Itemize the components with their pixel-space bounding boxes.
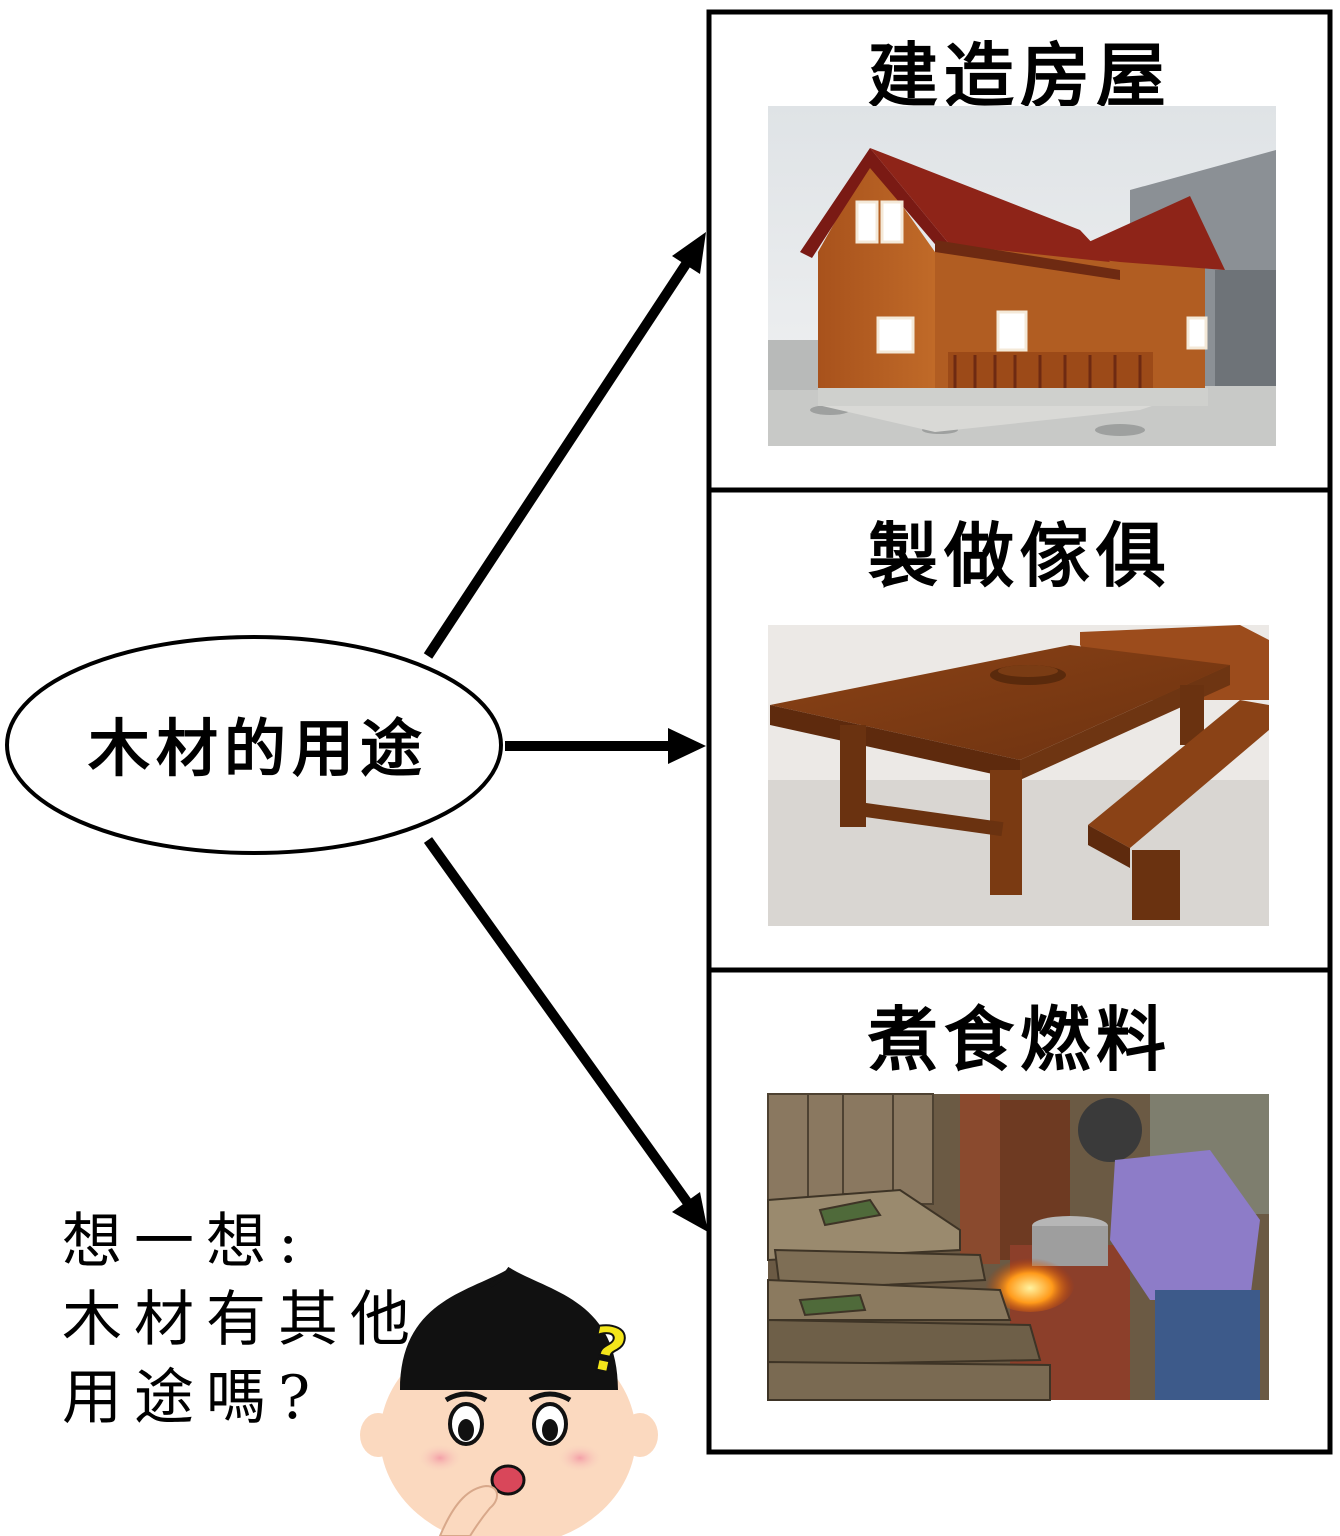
arrow-to-house [423, 255, 695, 659]
arrowhead-fuel [672, 1192, 708, 1232]
wooden-table-bench-photo [768, 625, 1269, 926]
use-title-house: 建造房屋 [868, 34, 1172, 117]
arrow-to-fuel [423, 837, 695, 1209]
arrowhead-house [672, 232, 706, 274]
use-title-fuel: 煮食燃料 [867, 998, 1172, 1081]
prompt-line-2: 木材有其他 [62, 1285, 422, 1355]
use-card-furniture: 製做傢俱 [768, 514, 1269, 926]
prompt-line-3: 用途嗎? [62, 1363, 322, 1433]
arrowhead-furniture [668, 728, 706, 764]
think-prompt: 想一想: 木材有其他 用途嗎? [62, 1207, 422, 1433]
use-title-furniture: 製做傢俱 [868, 514, 1172, 597]
arrows [423, 232, 708, 1232]
center-node: 木材的用途 [5, 635, 503, 855]
center-label: 木材的用途 [88, 712, 428, 785]
wooden-house-photo [768, 106, 1276, 446]
prompt-line-1: 想一想: [62, 1207, 310, 1277]
uses-panel [706, 9, 1333, 1455]
use-card-fuel: 煮食燃料 [767, 998, 1269, 1401]
firewood-stove-cooking-photo [767, 1093, 1269, 1401]
use-card-house: 建造房屋 [768, 34, 1276, 446]
